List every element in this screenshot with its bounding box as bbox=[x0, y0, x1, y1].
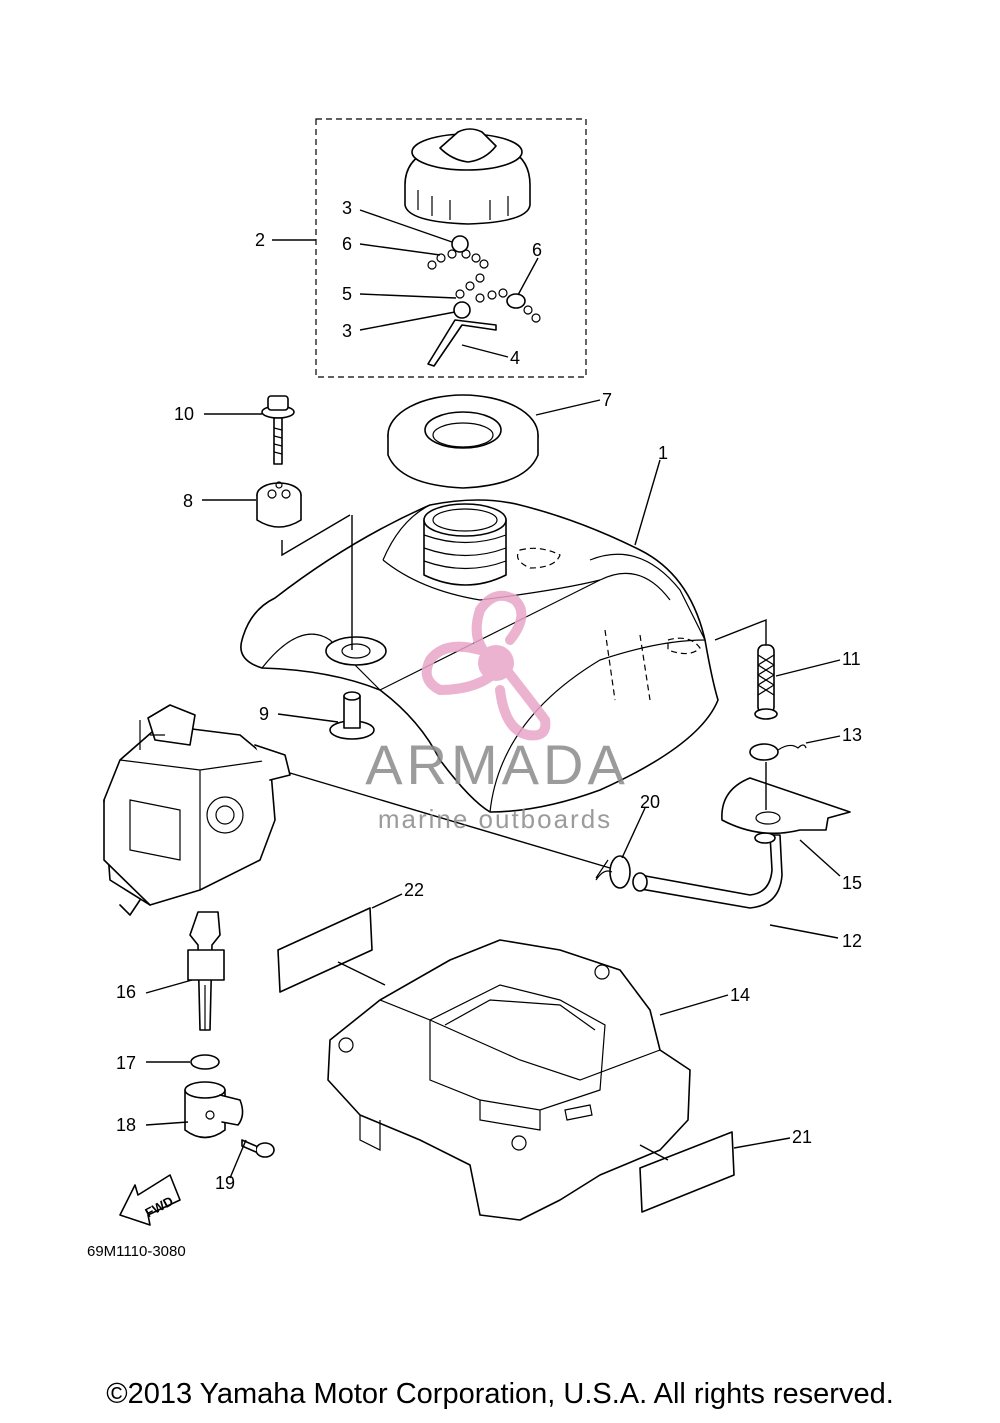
callout-6b: 6 bbox=[532, 240, 542, 260]
spring-clip bbox=[749, 743, 807, 761]
callout-22: 22 bbox=[404, 880, 424, 900]
carburetor bbox=[103, 704, 291, 916]
callout-labels: 2 3 6 6 5 3 4 7 1 10 8 9 11 13 20 15 12 … bbox=[116, 198, 862, 1193]
knob-screw bbox=[241, 1139, 275, 1158]
propeller-hub bbox=[478, 645, 514, 681]
drawing-code: 69M1110-3080 bbox=[87, 1243, 186, 1260]
tank-seal bbox=[387, 394, 539, 489]
callout-12: 12 bbox=[842, 931, 862, 951]
label-22 bbox=[277, 907, 373, 993]
watermark-subtitle: marine outboards bbox=[378, 804, 612, 834]
callout-15: 15 bbox=[842, 873, 862, 893]
callout-5: 5 bbox=[342, 284, 352, 304]
choke-rod bbox=[187, 911, 225, 1031]
callout-17: 17 bbox=[116, 1053, 136, 1073]
callout-4: 4 bbox=[510, 348, 520, 368]
fuel-filter bbox=[754, 644, 778, 720]
callout-2: 2 bbox=[255, 230, 265, 250]
propeller-logo bbox=[421, 590, 551, 741]
leader-lines bbox=[145, 209, 841, 1179]
hose-clip bbox=[595, 855, 631, 889]
callout-14: 14 bbox=[730, 985, 750, 1005]
callout-3b: 3 bbox=[342, 321, 352, 341]
callout-18: 18 bbox=[116, 1115, 136, 1135]
callout-16: 16 bbox=[116, 982, 136, 1002]
callout-13: 13 bbox=[842, 725, 862, 745]
fuel-cap bbox=[404, 128, 531, 225]
callout-7: 7 bbox=[602, 390, 612, 410]
callout-19: 19 bbox=[215, 1173, 235, 1193]
grommet-8 bbox=[256, 481, 302, 528]
callout-1: 1 bbox=[658, 443, 668, 463]
tank-bracket bbox=[327, 939, 691, 1221]
callout-6a: 6 bbox=[342, 234, 352, 254]
callout-21: 21 bbox=[792, 1127, 812, 1147]
o-ring bbox=[190, 1054, 220, 1070]
cap-chain bbox=[427, 235, 541, 367]
fuel-plate bbox=[721, 777, 851, 835]
choke-knob bbox=[184, 1081, 244, 1139]
armada-watermark: ARMADA marine outboards bbox=[365, 590, 629, 834]
callout-20: 20 bbox=[640, 792, 660, 812]
callout-10: 10 bbox=[174, 404, 194, 424]
assembly-box-2 bbox=[315, 118, 587, 378]
fuel-hose bbox=[632, 832, 783, 909]
label-21 bbox=[639, 1131, 735, 1213]
callout-11: 11 bbox=[842, 649, 861, 669]
grommet-9 bbox=[329, 691, 375, 740]
vent-screw bbox=[261, 395, 295, 465]
callout-3a: 3 bbox=[342, 198, 352, 218]
watermark-title: ARMADA bbox=[365, 733, 629, 796]
callout-8: 8 bbox=[183, 491, 193, 511]
copyright-notice: ©2013 Yamaha Motor Corporation, U.S.A. A… bbox=[106, 1378, 894, 1410]
fwd-arrow: FWD bbox=[119, 1174, 181, 1226]
filler-neck bbox=[423, 503, 507, 586]
callout-9: 9 bbox=[259, 704, 269, 724]
